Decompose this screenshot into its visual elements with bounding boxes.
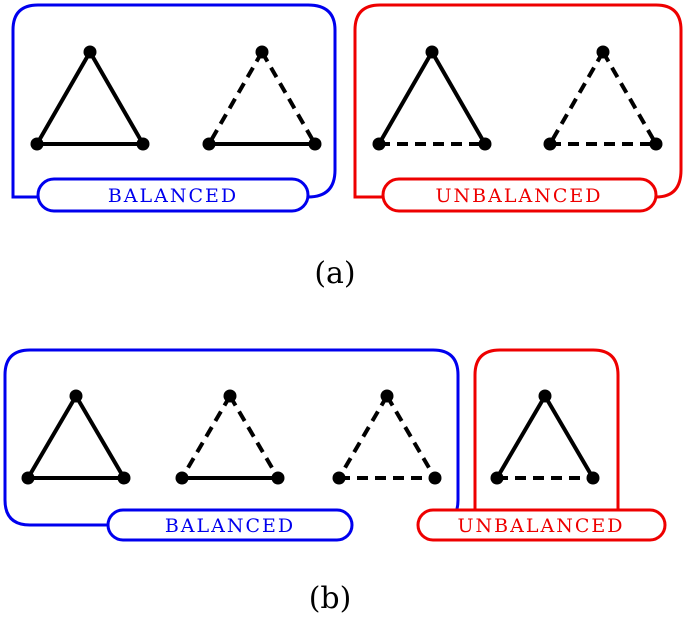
balanced-triad-3	[332, 389, 442, 485]
left-edge-dashed	[207, 51, 264, 145]
balanced-triad-1	[21, 389, 131, 485]
node	[428, 471, 442, 485]
left-edge-solid	[495, 394, 547, 480]
node	[69, 389, 83, 403]
node	[586, 471, 600, 485]
node	[136, 137, 150, 151]
panel-a: BALANCED UNBALANCED (a)	[11, 3, 683, 291]
node	[543, 137, 557, 151]
node	[308, 137, 322, 151]
node	[425, 45, 439, 59]
left-edge-solid	[377, 51, 434, 145]
node	[255, 45, 269, 59]
node	[202, 137, 216, 151]
balanced-triad-1	[30, 45, 150, 151]
triads-b	[21, 389, 600, 485]
right-edge-dashed	[260, 51, 317, 145]
node	[30, 137, 44, 151]
left-edge-solid	[26, 394, 78, 480]
unbalanced-group-box-b	[473, 348, 620, 510]
node	[117, 471, 131, 485]
balanced-triad-2	[202, 45, 322, 151]
node	[223, 389, 237, 403]
panel-b: BALANCED UNBALANCED (b)	[3, 348, 667, 616]
node	[538, 389, 552, 403]
unbalanced-label-a: UNBALANCED	[381, 177, 658, 213]
unbalanced-group-box	[353, 3, 683, 199]
right-edge-solid	[543, 394, 595, 480]
right-edge-dashed	[228, 394, 280, 480]
caption-b: (b)	[309, 581, 352, 616]
caption-a: (a)	[314, 256, 355, 291]
right-edge-solid	[74, 394, 126, 480]
node	[372, 137, 386, 151]
node	[478, 137, 492, 151]
right-edge-solid	[88, 51, 145, 145]
left-edge-dashed	[337, 394, 389, 480]
unbalanced-label-pill	[381, 177, 658, 213]
balanced-label-pill	[36, 177, 310, 213]
left-edge-solid	[35, 51, 92, 145]
unbalanced-label-b: UNBALANCED	[416, 508, 667, 542]
balanced-label-b: BALANCED	[106, 508, 354, 542]
node	[332, 471, 346, 485]
balanced-label-text-b: BALANCED	[165, 515, 295, 537]
balanced-group-box-b	[3, 348, 460, 527]
unbalanced-label-pill-b	[416, 508, 667, 542]
unbalanced-label-text: UNBALANCED	[436, 185, 603, 207]
node	[175, 471, 189, 485]
balanced-label-text: BALANCED	[108, 185, 238, 207]
node	[490, 471, 504, 485]
unbalanced-triad-4	[543, 45, 663, 151]
node	[271, 471, 285, 485]
triads-a	[30, 45, 663, 151]
balanced-label-pill-b	[106, 508, 354, 542]
unbalanced-label-text-b: UNBALANCED	[458, 515, 625, 537]
balanced-triad-2	[175, 389, 285, 485]
node	[380, 389, 394, 403]
left-edge-dashed	[548, 51, 605, 145]
balanced-label-a: BALANCED	[36, 177, 310, 213]
right-edge-solid	[430, 51, 487, 145]
node	[21, 471, 35, 485]
node	[83, 45, 97, 59]
right-edge-dashed	[385, 394, 437, 480]
balanced-group-box	[11, 3, 337, 199]
node	[596, 45, 610, 59]
left-edge-dashed	[180, 394, 232, 480]
right-edge-dashed	[601, 51, 658, 145]
unbalanced-triad-3	[372, 45, 492, 151]
unbalanced-triad-4	[490, 389, 600, 485]
node	[649, 137, 663, 151]
